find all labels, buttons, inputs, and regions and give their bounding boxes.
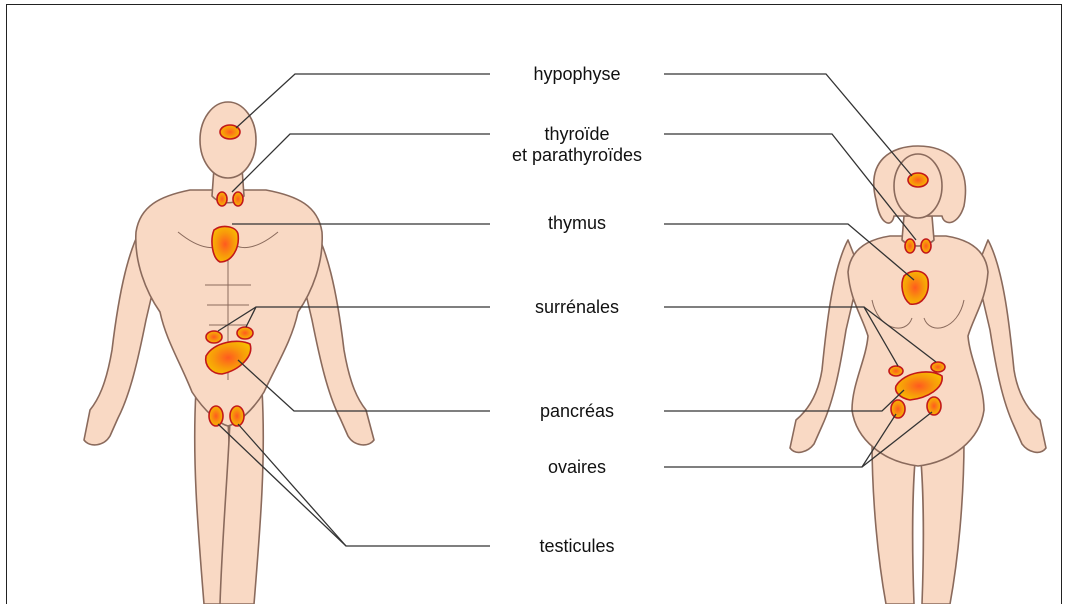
female-ovaire-gland-right <box>927 397 941 415</box>
male-thyroide-gland-right <box>233 192 243 206</box>
male-testicule-gland-left <box>209 406 223 426</box>
leader-hypophyse-right <box>664 74 912 176</box>
female-surrenale-gland-right <box>931 362 945 372</box>
male-testicule-gland-right <box>230 406 244 426</box>
male-surrenale-gland-left <box>206 331 222 343</box>
leader-hypophyse-left <box>236 74 490 128</box>
male-thyroide-gland-left <box>217 192 227 206</box>
label-testicules: testicules <box>490 536 664 557</box>
female-ovaire-gland-left <box>891 400 905 418</box>
label-pancreas: pancréas <box>490 401 664 422</box>
leader-thyroide-left <box>232 134 490 192</box>
label-hypophyse: hypophyse <box>490 64 664 85</box>
label-ovaires: ovaires <box>490 457 664 478</box>
label-surrenales: surrénales <box>490 297 664 318</box>
label-thyroide-line1: thyroïde <box>464 124 690 145</box>
male-torso <box>136 190 322 426</box>
label-thyroide: thyroïde et parathyroïdes <box>464 124 690 166</box>
label-thyroide-line2: et parathyroïdes <box>464 145 690 166</box>
label-thymus: thymus <box>490 213 664 234</box>
female-surrenale-gland-left <box>889 366 903 376</box>
female-thyroide-gland-right <box>921 239 931 253</box>
male-head <box>200 102 256 178</box>
female-thyroide-gland-left <box>905 239 915 253</box>
male-surrenale-gland-right <box>237 327 253 339</box>
